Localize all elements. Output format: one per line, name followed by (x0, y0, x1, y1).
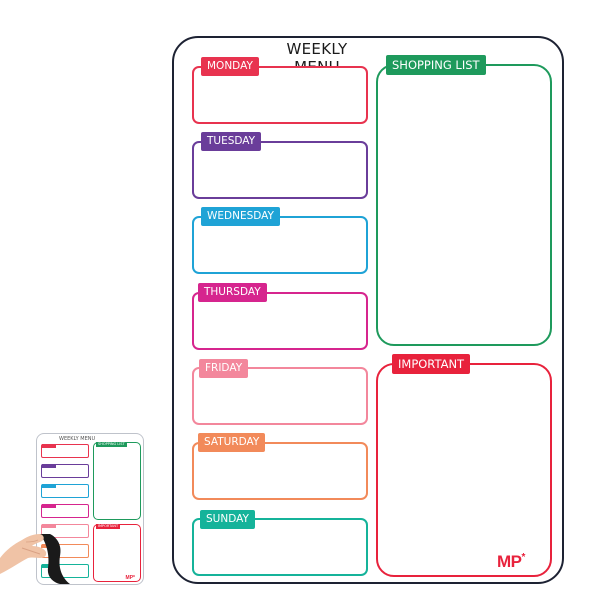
mp-logo: MP* (497, 552, 525, 571)
thumb-thursday (41, 504, 89, 518)
monday-tag: MONDAY (201, 57, 259, 76)
thumb-logo: MP* (125, 575, 135, 581)
thumb-monday (41, 444, 89, 458)
thumb-wednesday (41, 484, 89, 498)
important-panel[interactable] (376, 363, 552, 577)
thursday-tag: THURSDAY (198, 283, 267, 302)
friday-tag: FRIDAY (199, 359, 249, 378)
thumb-shopping-list: SHOPPING LIST (93, 442, 141, 520)
thumb-important-tag: IMPORTANT (96, 524, 121, 529)
shopping-list-panel[interactable] (376, 64, 552, 346)
shopping-list-tag: SHOPPING LIST (386, 55, 486, 75)
tuesday-tag: TUESDAY (201, 132, 262, 151)
saturday-tag: SATURDAY (198, 433, 266, 452)
hand-illustration (0, 534, 70, 584)
thumb-friday (41, 524, 89, 538)
thumbnail-title: WEEKLY MENU (59, 436, 96, 442)
thumb-shopping-tag: SHOPPING LIST (96, 442, 127, 447)
thumb-important: IMPORTANT (93, 524, 141, 582)
sunday-tag: SUNDAY (200, 510, 255, 529)
thumb-tuesday (41, 464, 89, 478)
wednesday-tag: WEDNESDAY (201, 207, 280, 226)
important-tag: IMPORTANT (392, 354, 471, 374)
